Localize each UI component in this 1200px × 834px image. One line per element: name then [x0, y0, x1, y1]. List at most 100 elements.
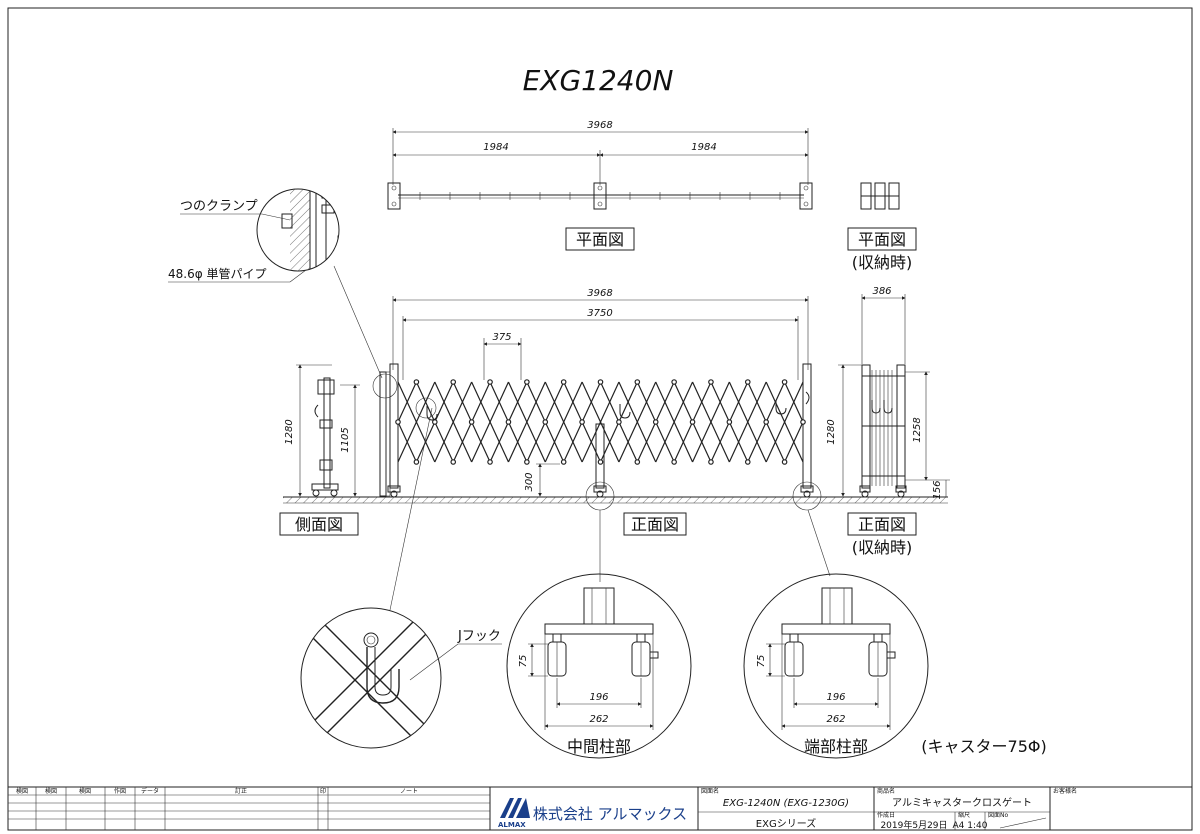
lattice-bar [581, 421, 602, 463]
tb-customer-label: お客様名 [1053, 787, 1077, 795]
lattice-bar [728, 381, 749, 423]
lattice-bar [673, 421, 694, 463]
plan-stored-sublabel: (収納時) [852, 253, 913, 272]
lattice-pin [579, 419, 585, 425]
lattice-pin [450, 459, 457, 465]
lattice-bar [415, 421, 436, 463]
lattice-pin [634, 459, 641, 465]
callout-pipe: 48.6φ 単管パイプ [168, 266, 266, 281]
plan-view-stored: 平面図 (収納時) [847, 182, 917, 272]
lattice-bar [599, 421, 620, 463]
lattice-bar [673, 381, 694, 423]
plan-view: 3968 1984 1984 平面図 [387, 120, 813, 251]
front-view: 3968 3750 375 300 正面図 [372, 288, 822, 536]
lattice-pin [616, 419, 622, 425]
front-stored-sublabel: (収納時) [852, 538, 913, 557]
lattice-bar [471, 381, 491, 423]
lattice-pin [395, 419, 401, 425]
lattice-bar [471, 421, 491, 463]
lattice-bar [544, 381, 565, 423]
plan-view-label: 平面図 [576, 230, 624, 249]
tb-header-1: 検図 [16, 787, 28, 795]
lattice-pin [432, 419, 438, 425]
lattice-bar [784, 381, 804, 423]
lattice-pin [597, 379, 604, 385]
lattice-bar [636, 421, 657, 463]
lattice-bar [765, 381, 786, 423]
sheet-border [7, 7, 1193, 831]
tb-header-8: ノート [400, 788, 418, 795]
lattice-bar [692, 381, 712, 423]
lattice-pin [781, 459, 788, 465]
lattice-bar [489, 381, 509, 423]
middle-dim-h: 75 [518, 655, 529, 668]
lattice-bar [452, 381, 473, 423]
lattice-bar [636, 381, 657, 423]
lattice-pin [560, 379, 567, 385]
tb-date-label: 作成日 [877, 811, 895, 819]
lattice-pin [560, 459, 567, 465]
plan-stored-label: 平面図 [858, 230, 906, 249]
tb-header-4: 作図 [114, 787, 126, 795]
callout-jhook: Jフック [457, 629, 501, 644]
clamp-detail: つのクランプ 48.6φ 単管パイプ [168, 188, 383, 379]
lattice-bar [784, 421, 804, 463]
end-dim-inner: 196 [826, 692, 845, 703]
front-view-label: 正面図 [631, 515, 679, 534]
lattice-pin [413, 459, 420, 465]
lattice-bar [618, 421, 638, 463]
side-view-label: 側面図 [295, 515, 343, 534]
tb-drawing-no-label: 図面No [988, 812, 1008, 819]
tb-header-2: 検図 [45, 787, 57, 795]
tb-drawing-name: EXG-1240N (EXG-1230G) [723, 798, 849, 809]
stored-dim-width: 386 [872, 286, 891, 297]
lattice-bar [507, 381, 528, 423]
lattice-bar [747, 381, 767, 423]
lattice-pin [634, 379, 641, 385]
lattice-pin [505, 419, 512, 425]
lattice-pin [450, 379, 457, 385]
almax-logo: ALMAX [498, 798, 530, 829]
plan-dim-right: 1984 [691, 142, 716, 153]
drawing-title: EXG1240N [523, 64, 674, 97]
front-stored-label: 正面図 [858, 515, 906, 534]
lattice-bar [728, 421, 749, 463]
side-view: 1280 1105 側面図 [279, 364, 391, 536]
jhook-detail: Jフック [300, 407, 502, 749]
lattice-pin [468, 419, 475, 425]
stored-dim-height-inner: 1258 [912, 417, 923, 442]
lattice-pin [726, 419, 733, 425]
lattice-bar [563, 421, 583, 463]
middle-dim-inner: 196 [589, 692, 608, 703]
lattice-bar [526, 381, 546, 423]
tb-header-7: 印 [320, 788, 326, 795]
lattice-bar [581, 381, 602, 423]
middle-post-label: 中間柱部 [567, 737, 631, 756]
front-dim-inner: 3750 [587, 308, 612, 319]
tb-drawing-name-label: 図面名 [701, 787, 719, 795]
lattice-pin [652, 419, 659, 425]
lattice-pin [744, 459, 751, 465]
stored-dim-base: 156 [932, 480, 943, 499]
logo-text: ALMAX [498, 821, 526, 829]
lattice-bar [452, 421, 473, 463]
tb-series: EXGシリーズ [756, 817, 816, 830]
lattice-pin [413, 379, 420, 385]
floor-hatch [283, 497, 948, 503]
middle-dim-outer: 262 [589, 714, 608, 725]
plan-dim-left: 1984 [483, 142, 508, 153]
lattice-pin [800, 419, 806, 425]
lattice-pin [542, 419, 549, 425]
company-name: 株式会社 アルマックス [533, 805, 687, 823]
title-block: 検図 検図 検図 作図 データ 訂正 印 ノート ALMAX 株式会社 アルマッ… [7, 786, 1193, 831]
front-dim-height-mid: 300 [524, 472, 535, 491]
lattice-bar [489, 421, 509, 463]
tb-date: 2019年5月29日 [880, 819, 947, 831]
lattice-pin [689, 419, 696, 425]
front-view-stored: 386 1280 1258 156 正面図 (収納時) [826, 286, 950, 557]
lattice-bar [397, 421, 417, 463]
callout-clamp: つのクランプ [180, 199, 258, 214]
lattice-pin [487, 459, 493, 465]
front-dim-pitch: 375 [492, 332, 511, 343]
lattice-bar [434, 421, 454, 463]
